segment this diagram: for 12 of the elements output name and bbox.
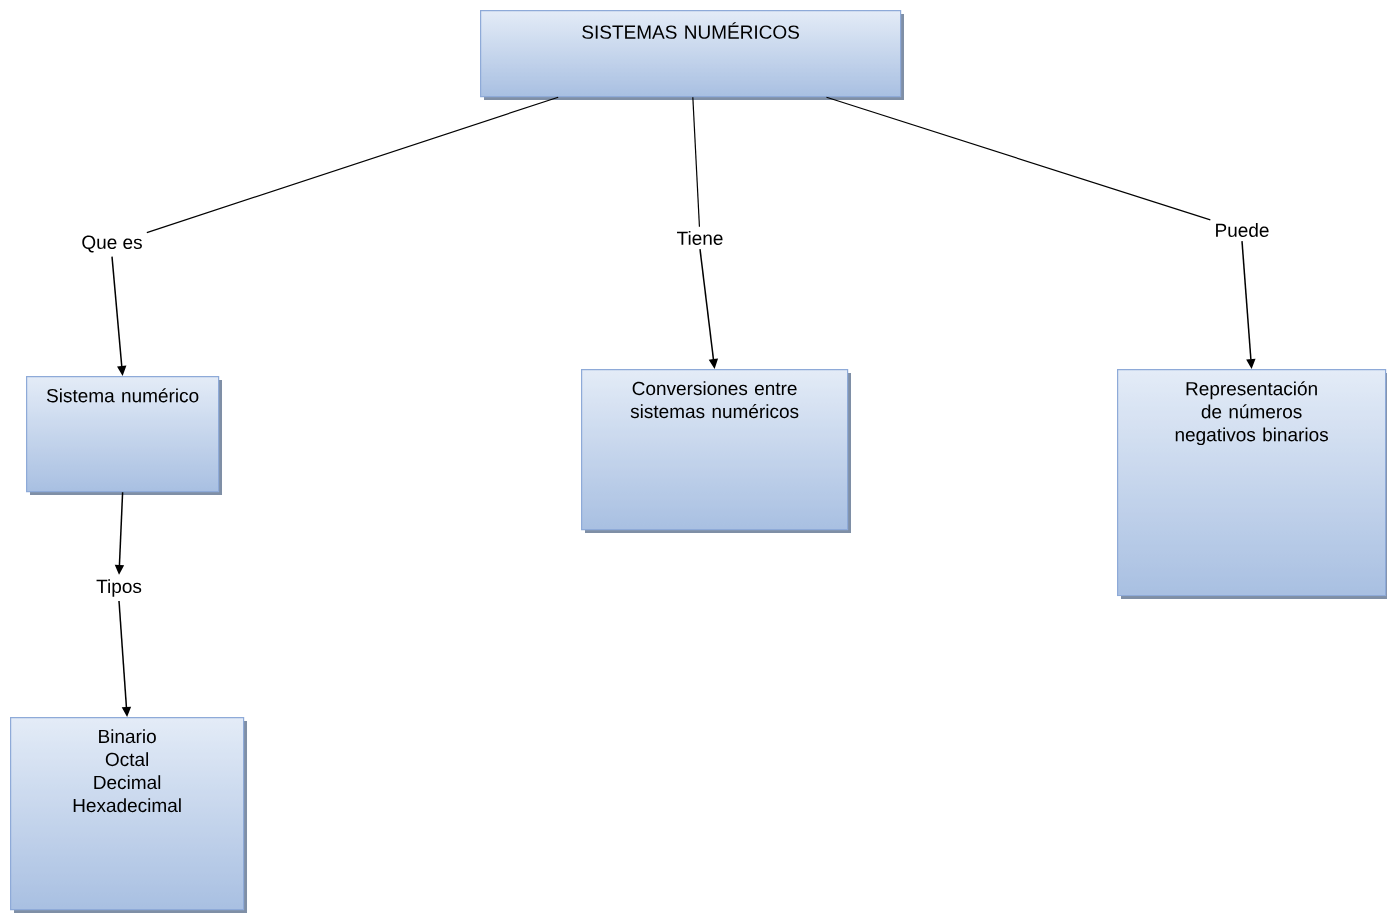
connector-line (146, 96, 559, 234)
link-word: Que es (82, 235, 142, 253)
link-word: Tiene (677, 231, 723, 245)
connector-line (825, 96, 1211, 221)
concept-box: Sistema numérico (26, 376, 222, 495)
link-word: Puede (1216, 223, 1269, 237)
concept-box: Conversiones entre sistemas numéricos (581, 369, 851, 533)
connector-line (692, 96, 701, 228)
concept-box: SISTEMAS NUMÉRICOS (480, 10, 904, 100)
concept-box: Binario Octal Decimal Hexadecimal (10, 717, 247, 913)
link-word: Tipos (96, 579, 142, 597)
concept-box: Representación de números negativos binarios (1117, 369, 1387, 599)
